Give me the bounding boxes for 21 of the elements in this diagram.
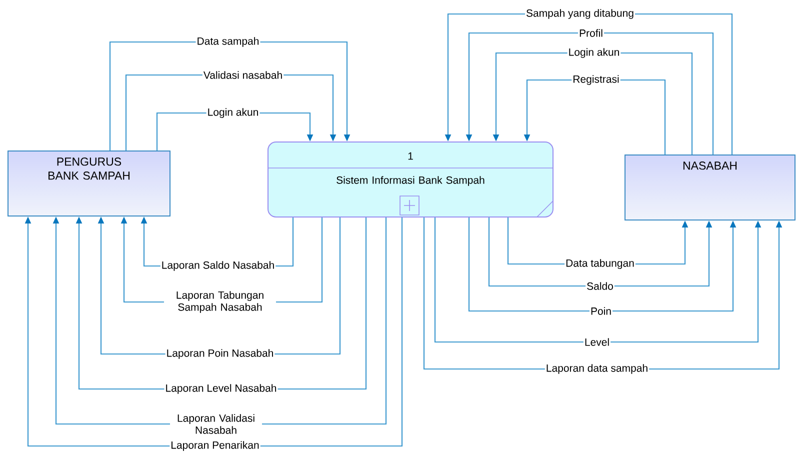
entity-box: NASABAH: [624, 154, 796, 220]
edge-label: Validasi nasabah: [202, 70, 284, 80]
edge-label: Login akun: [206, 107, 260, 119]
edge-label: Laporan Poin Nasabah: [165, 348, 275, 360]
edge-label: Registrasi: [572, 74, 620, 86]
edge-label: Laporan Saldo Nasabah: [160, 260, 276, 272]
edge-label: Laporan Validasi Nasabah: [170, 413, 262, 435]
edge-label: Level: [583, 337, 611, 347]
process-box: 1 Sistem Informasi Bank Sampah: [268, 142, 554, 218]
edge-label: Sampah yang ditabung: [525, 8, 635, 20]
edge-label: Login akun: [567, 47, 621, 59]
entity-box: PENGURUS BANK SAMPAH: [8, 150, 170, 216]
edge-label: Laporan Penarikan: [170, 440, 260, 452]
edge-label: Saldo: [586, 281, 614, 291]
edge-label: Poin: [590, 306, 613, 316]
edge-label: Profil: [578, 28, 604, 38]
edge-label: Laporan data sampah: [544, 363, 650, 375]
edge-label: Data tabungan: [564, 258, 636, 270]
edge-label: Data sampah: [196, 36, 260, 48]
edge-label: Laporan Level Nasabah: [164, 383, 278, 395]
edge-label: Laporan Tabungan Sampah Nasabah: [164, 290, 276, 314]
